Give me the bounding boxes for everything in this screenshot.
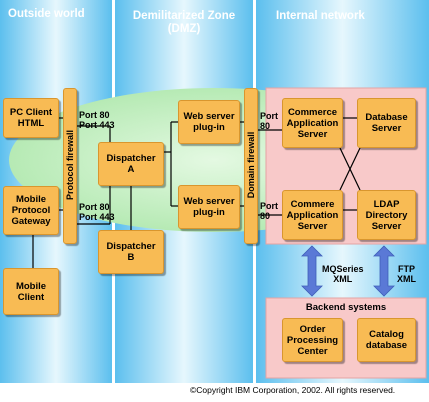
- ftp-xml-label: FTP XML: [397, 264, 416, 284]
- protocol-firewall: [63, 88, 77, 244]
- mqseries-arrow: [301, 245, 323, 297]
- ftp-arrow: [373, 245, 395, 297]
- port-label-lower-left: Port 80 Port 443: [79, 202, 115, 222]
- protocol-firewall-label: Protocol firewall: [65, 130, 75, 201]
- pc-client-box: PC Client HTML: [3, 98, 59, 138]
- zone-outside-title: Outside world: [8, 8, 85, 20]
- message-arrows: [301, 245, 395, 297]
- port-label-upper-left: Port 80 Port 443: [79, 110, 115, 130]
- catalog-database-box: Catalog database: [357, 318, 416, 362]
- zone-dmz-title: Demilitarized Zone (DMZ): [132, 10, 236, 35]
- port-label-upper-right: Port 80: [260, 111, 278, 131]
- mobile-protocol-gateway-box: Mobile Protocol Gateway: [3, 186, 59, 235]
- backend-systems-title: Backend systems: [305, 302, 387, 313]
- mobile-client-box: Mobile Client: [3, 268, 59, 315]
- dispatcher-a-box: Dispatcher A: [98, 142, 164, 186]
- connection-lines: [32, 117, 361, 268]
- domain-firewall: [244, 88, 258, 244]
- commerce-application-server-1-box: Commerce Application Server: [282, 98, 343, 148]
- copyright-notice: ©Copyright IBM Corporation, 2002. All ri…: [190, 385, 396, 395]
- mqseries-xml-label: MQSeries XML: [322, 264, 364, 284]
- order-processing-center-box: Order Processing Center: [282, 318, 343, 362]
- dispatcher-b-box: Dispatcher B: [98, 230, 164, 274]
- port-label-lower-right: Port 80: [260, 201, 278, 221]
- database-server-box: Database Server: [357, 98, 416, 148]
- zone-internal-title: Internal network: [276, 10, 365, 22]
- web-server-plugin-2-box: Web server plug-in: [178, 185, 240, 229]
- web-server-plugin-1-box: Web server plug-in: [178, 100, 240, 144]
- commerce-application-server-2-box: Commere Application Server: [282, 190, 343, 240]
- ldap-directory-server-box: LDAP Directory Server: [357, 190, 416, 240]
- domain-firewall-label: Domain firewall: [246, 131, 256, 199]
